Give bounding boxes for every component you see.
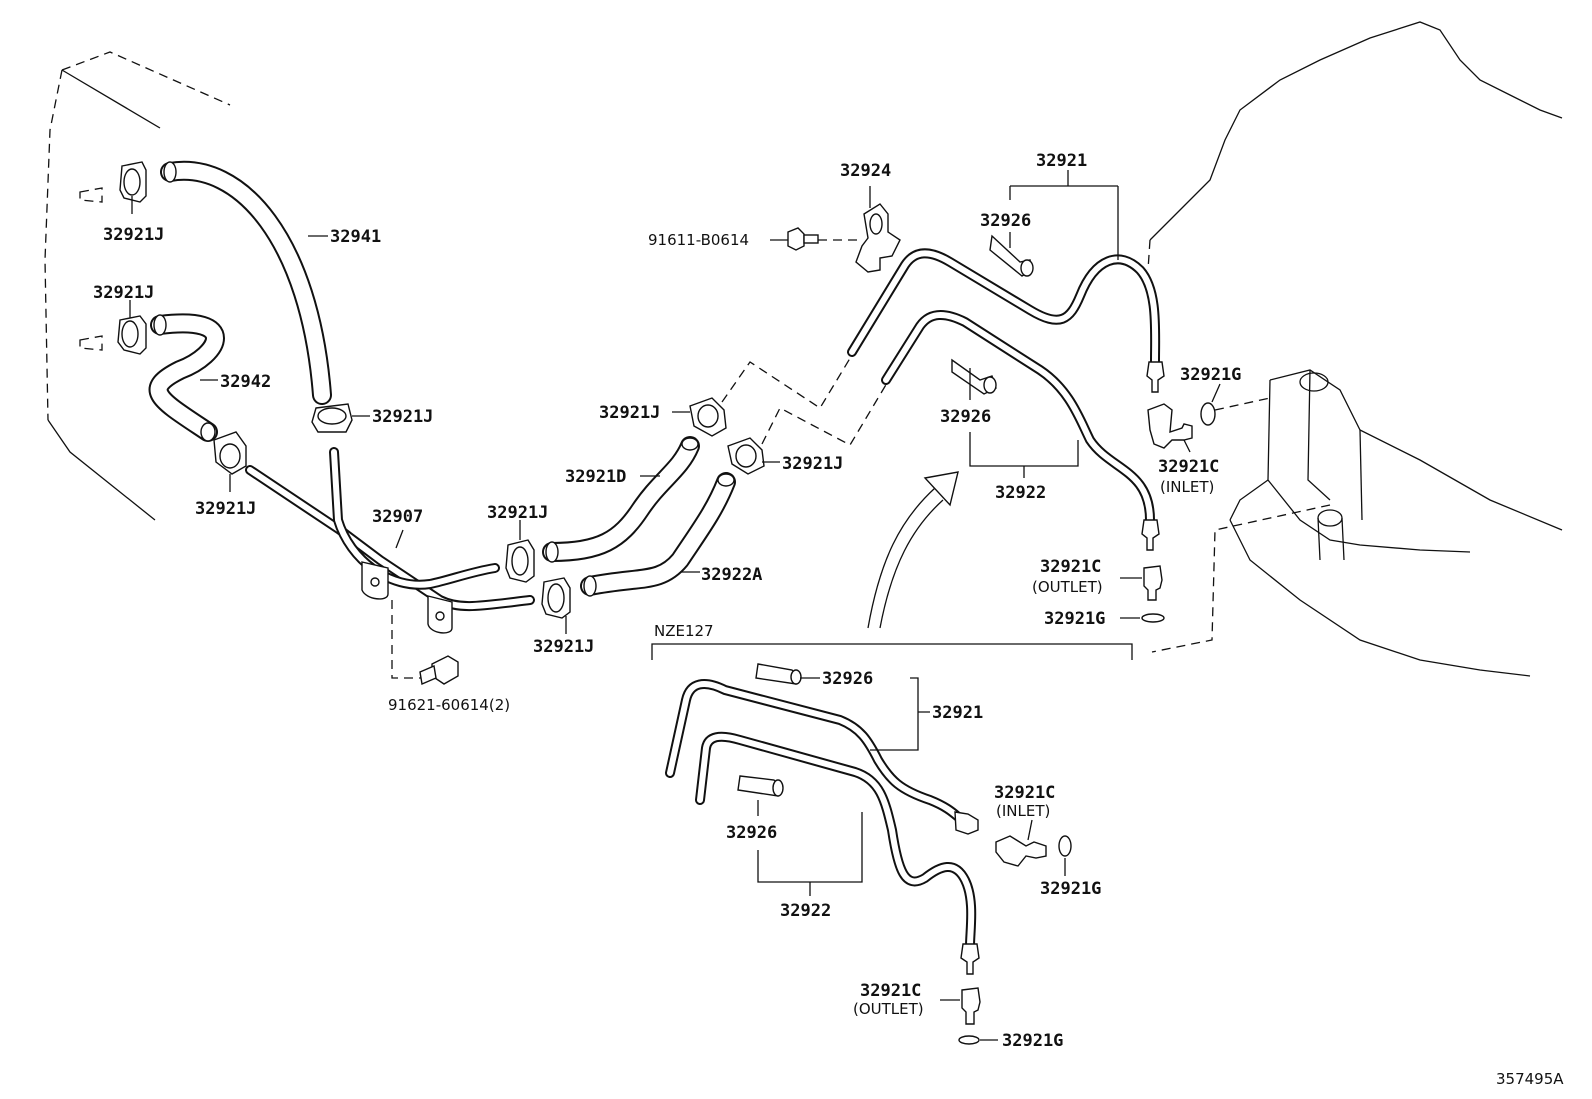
clamp-32921J-e[interactable] xyxy=(505,539,535,583)
label-32921C-outlet-top: 32921C xyxy=(1040,557,1101,577)
clamp-32921J-g[interactable] xyxy=(689,397,727,437)
label-32921J-c: 32921J xyxy=(372,407,433,427)
label-32926-bottom-2: 32926 xyxy=(726,823,777,843)
diagram-reference-number: 357495A xyxy=(1496,1070,1564,1088)
clamp-32921J-d[interactable] xyxy=(213,431,247,475)
label-32921C-inlet-bottom: 32921C xyxy=(994,783,1055,803)
hose-32942[interactable] xyxy=(148,313,225,442)
clamp-32921J-a[interactable] xyxy=(119,161,147,203)
label-inlet-bottom: (INLET) xyxy=(996,802,1050,820)
label-nze127: NZE127 xyxy=(654,622,714,640)
hose-32921D[interactable] xyxy=(542,436,700,563)
label-32921J-b: 32921J xyxy=(93,283,154,303)
pipe-32907[interactable] xyxy=(245,447,535,679)
pipe-32922-top[interactable] xyxy=(881,310,1160,551)
label-outlet-top: (OUTLET) xyxy=(1032,578,1103,596)
label-32926-bottom-1: 32926 xyxy=(822,669,873,689)
pipe-32921-bottom[interactable] xyxy=(665,679,979,835)
sleeve-32926-mid[interactable] xyxy=(951,358,997,395)
fitting-32921C-inlet-top[interactable] xyxy=(1147,403,1193,449)
fitting-32921C-outlet-bottom[interactable] xyxy=(961,987,981,1025)
fitting-32921C-outlet-top[interactable] xyxy=(1143,565,1163,601)
sleeve-32926-bottom-1[interactable] xyxy=(755,663,802,685)
fitting-32921C-inlet-bottom[interactable] xyxy=(995,835,1047,867)
oring-32921G-top[interactable] xyxy=(1200,402,1216,426)
label-91621-60614: 91621-60614(2) xyxy=(388,696,510,714)
label-32921C-inlet-top: 32921C xyxy=(1158,457,1219,477)
label-32922-top: 32922 xyxy=(995,483,1046,503)
bolt-91611-B0614[interactable] xyxy=(770,227,860,251)
clamp-32921J-c[interactable] xyxy=(311,403,353,433)
label-32941: 32941 xyxy=(330,227,381,247)
leader-lines xyxy=(129,170,1221,1041)
label-32926-mid: 32926 xyxy=(940,407,991,427)
arrow-to-nze127 xyxy=(867,471,959,629)
label-32921-top: 32921 xyxy=(1036,151,1087,171)
engine-block-outline xyxy=(44,51,231,521)
label-32922A: 32922A xyxy=(701,565,762,585)
label-32907: 32907 xyxy=(372,507,423,527)
label-outlet-bottom: (OUTLET) xyxy=(853,1000,924,1018)
clamp-32921J-h[interactable] xyxy=(727,437,765,475)
label-32921J-f: 32921J xyxy=(533,637,594,657)
label-32921G-bottom-1: 32921G xyxy=(1040,879,1101,899)
label-32921-bottom: 32921 xyxy=(932,703,983,723)
pipe-32921-top[interactable] xyxy=(847,248,1165,393)
label-32921J-e: 32921J xyxy=(487,503,548,523)
label-32922-bottom: 32922 xyxy=(780,901,831,921)
label-32921C-outlet-bottom: 32921C xyxy=(860,981,921,1001)
label-32921G-top: 32921G xyxy=(1180,365,1241,385)
label-32921J-g: 32921J xyxy=(599,403,660,423)
label-32921D: 32921D xyxy=(565,467,626,487)
sleeve-32926-bottom-2[interactable] xyxy=(737,775,784,797)
label-32921G-bottom-2: 32921G xyxy=(1002,1031,1063,1051)
transmission-outline xyxy=(1147,21,1563,677)
bolt-91621-60614[interactable] xyxy=(419,655,459,685)
label-91611-B0614: 91611-B0614 xyxy=(648,231,749,249)
hose-32922A[interactable] xyxy=(580,472,736,597)
label-inlet-top: (INLET) xyxy=(1160,478,1214,496)
connector-dashes xyxy=(721,349,891,446)
sleeve-32926-top[interactable] xyxy=(989,234,1034,277)
clamp-32921J-b[interactable] xyxy=(117,315,147,355)
label-32926-top: 32926 xyxy=(980,211,1031,231)
pipe-32922-bottom[interactable] xyxy=(695,731,980,975)
oring-32921G-mid[interactable] xyxy=(1141,613,1165,623)
label-32921J-h: 32921J xyxy=(782,454,843,474)
oring-32921G-bottom-2[interactable] xyxy=(958,1035,980,1045)
clip-32924[interactable] xyxy=(855,203,901,273)
hose-32941[interactable] xyxy=(160,160,332,405)
clamp-32921J-f[interactable] xyxy=(541,577,571,619)
label-32942: 32942 xyxy=(220,372,271,392)
label-32924: 32924 xyxy=(840,161,891,181)
oring-32921G-bottom-1[interactable] xyxy=(1058,835,1072,857)
label-32921G-mid: 32921G xyxy=(1044,609,1105,629)
label-32921J-d: 32921J xyxy=(195,499,256,519)
label-32921J-a: 32921J xyxy=(103,225,164,245)
nze127-bracket xyxy=(651,643,1133,660)
